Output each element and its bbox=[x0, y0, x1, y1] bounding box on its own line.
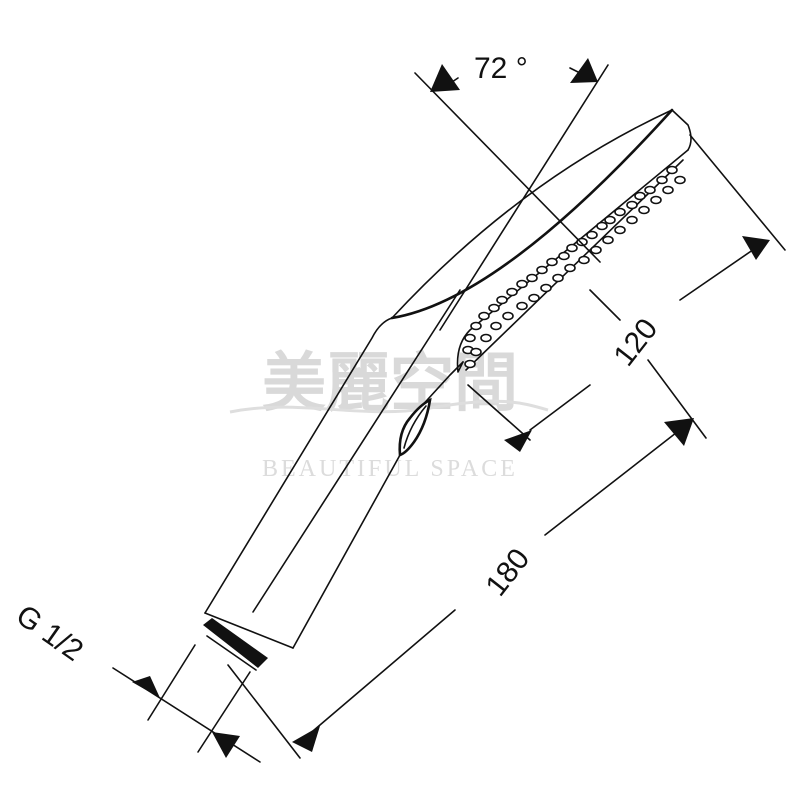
thread-arrow-right bbox=[212, 732, 240, 758]
thread-arrow-left bbox=[132, 676, 160, 698]
thread-lower-edge bbox=[206, 635, 257, 671]
angle-dimension: 72 ° bbox=[414, 52, 609, 331]
thread-dimension: G 1/2 bbox=[10, 599, 261, 763]
head-back-curve bbox=[390, 108, 674, 320]
mode-slider bbox=[398, 397, 432, 457]
watermark: 美麗空間 BEAUTIFUL SPACE bbox=[229, 346, 549, 482]
thread-extension-right bbox=[197, 671, 251, 753]
thread-block bbox=[203, 618, 268, 668]
thread-connector bbox=[203, 618, 268, 671]
thread-label: G 1/2 bbox=[10, 599, 89, 668]
angle-extension-right bbox=[439, 64, 609, 331]
handle-bottom-edge bbox=[204, 612, 294, 649]
watermark-english: BEAUTIFUL SPACE bbox=[262, 456, 518, 482]
width-extension-top bbox=[689, 134, 786, 251]
width-extension-mid bbox=[589, 289, 621, 321]
width-label: 120 bbox=[608, 313, 665, 373]
width-dim-line-lower bbox=[529, 384, 591, 431]
mode-slider-inner bbox=[403, 405, 427, 449]
length-dim-line-upper bbox=[544, 421, 691, 536]
angle-extension-left bbox=[414, 72, 601, 263]
handle-ridge bbox=[252, 289, 461, 613]
angle-arrow-left bbox=[430, 64, 460, 92]
width-extension-bottom-a bbox=[467, 384, 531, 441]
angle-arrow-right bbox=[570, 58, 598, 83]
handle-outline-right-upper bbox=[417, 361, 464, 411]
length-extension-bottom bbox=[227, 664, 301, 759]
width-arrow-bottom bbox=[504, 430, 532, 452]
width-dim-line-upper bbox=[679, 244, 761, 301]
length-dim-line-lower bbox=[299, 609, 456, 743]
angle-label: 72 ° bbox=[474, 52, 528, 85]
handle-outline-left bbox=[204, 317, 393, 614]
head-tip bbox=[671, 109, 692, 151]
shower-body bbox=[204, 108, 692, 649]
width-extension-bottom bbox=[647, 359, 707, 439]
length-label: 180 bbox=[480, 543, 537, 603]
spray-face-lower-edge bbox=[465, 159, 684, 371]
thread-extension-left bbox=[147, 644, 196, 721]
handle-outline-right bbox=[292, 454, 401, 649]
head-top-outline bbox=[391, 109, 673, 319]
length-arrow-top bbox=[664, 418, 694, 446]
length-arrow-bottom bbox=[292, 726, 320, 752]
width-arrow-top bbox=[742, 236, 770, 260]
spray-nozzles bbox=[462, 165, 686, 369]
spray-face-outline bbox=[456, 149, 689, 373]
